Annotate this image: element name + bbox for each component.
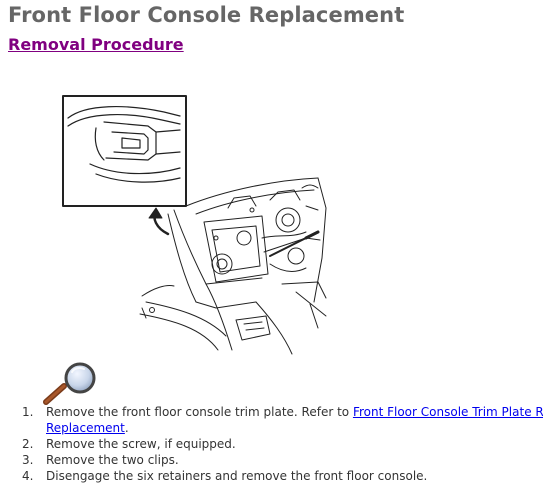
clip-detail-drawing — [67, 106, 181, 183]
magnifier-icon[interactable] — [40, 362, 104, 406]
step-text: Remove the screw, if equipped. — [46, 437, 236, 451]
console-removal-illustration — [62, 95, 327, 355]
floor-console-drawing — [139, 177, 327, 355]
step-item: 4. Disengage the six retainers and remove… — [0, 468, 543, 484]
trim-plate-replacement-link-continued[interactable]: Replacement — [46, 421, 125, 435]
step-number: 3. — [22, 453, 34, 467]
step-item: 3. Remove the two clips. — [0, 452, 543, 468]
step-text: Disengage the six retainers and remove t… — [46, 469, 428, 483]
step-text: Remove the two clips. — [46, 453, 179, 467]
page-title: Front Floor Console Replacement — [8, 3, 405, 27]
trim-plate-replacement-link[interactable]: Front Floor Console Trim Plate Replaceme… — [352, 405, 543, 419]
step-number: 1. — [22, 405, 34, 419]
clip-detail-inset — [62, 95, 187, 207]
step-item: 2. Remove the screw, if equipped. — [0, 436, 543, 452]
step-item-continuation: Replacement. — [0, 420, 543, 436]
step-number: 2. — [22, 437, 34, 451]
arrow-head — [148, 207, 163, 219]
procedure-steps: 1. Remove the front floor console trim pl… — [0, 404, 543, 484]
step-item: 1. Remove the front floor console trim pl… — [0, 404, 543, 420]
section-title-removal-procedure: Removal Procedure — [8, 35, 184, 54]
step-text: Remove the front floor console trim plat… — [46, 405, 353, 419]
step-text-period: . — [124, 421, 129, 435]
step-number: 4. — [22, 469, 34, 483]
